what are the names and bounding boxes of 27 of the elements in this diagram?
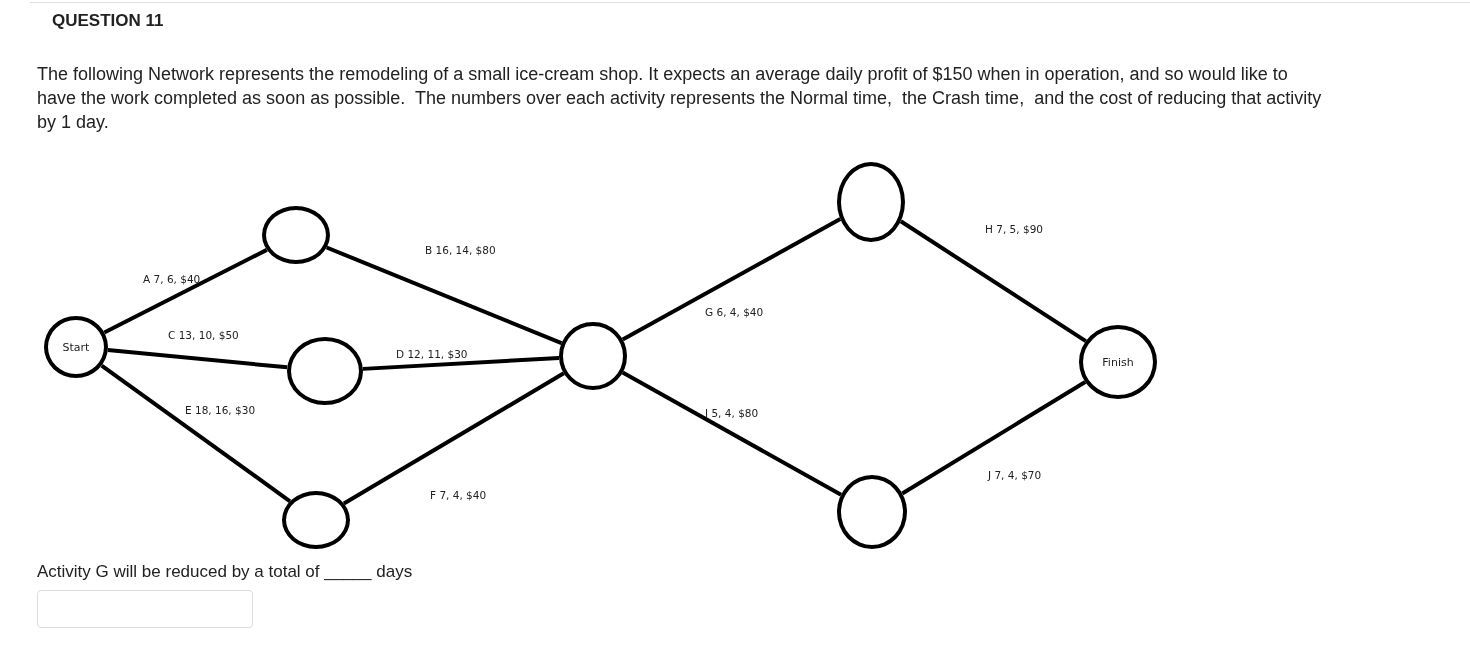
question-heading: QUESTION 11: [52, 11, 164, 31]
labeled-node-circle: Finish: [1079, 325, 1157, 399]
activity-line: [103, 248, 268, 335]
edge-label: H 7, 5, $90: [985, 223, 1043, 235]
edge-label: D 12, 11, $30: [396, 348, 468, 360]
edge-label: J 7, 4, $70: [988, 469, 1042, 481]
edge-label: I 5, 4, $80: [705, 407, 759, 419]
edge-label: E 18, 16, $30: [185, 404, 256, 416]
empty-node-circle: [262, 206, 330, 264]
activity-line: [621, 217, 842, 342]
edge-label: C 13, 10, $50: [168, 329, 239, 341]
edge-label: F 7, 4, $40: [430, 489, 487, 501]
edge-label: B 16, 14, $80: [425, 244, 496, 256]
activity-line: [342, 371, 565, 506]
activity-line: [899, 219, 1087, 343]
labeled-node-circle: Start: [44, 316, 108, 378]
activity-line: [621, 370, 843, 497]
activity-line: [362, 355, 560, 371]
question-text: The following Network represents the remodeling of a small ice-cream shop. It expects an average daily profit of $150 when in operation, and so would like to have the work completed as soon as possible. The numbers over each activity represents the Normal time, the Crash time, and the cost of reducing that activity by 1 day.: [37, 63, 1323, 134]
edge-label: G 6, 4, $40: [705, 306, 764, 318]
activity-line: [325, 245, 563, 346]
question-prompt: Activity G will be reduced by a total of _____ days: [37, 561, 414, 583]
activity-line: [100, 363, 292, 503]
empty-node-circle: [282, 491, 350, 549]
activity-line: [901, 380, 1087, 496]
activity-line: [107, 348, 288, 370]
edge-label: A 7, 6, $40: [143, 273, 201, 285]
